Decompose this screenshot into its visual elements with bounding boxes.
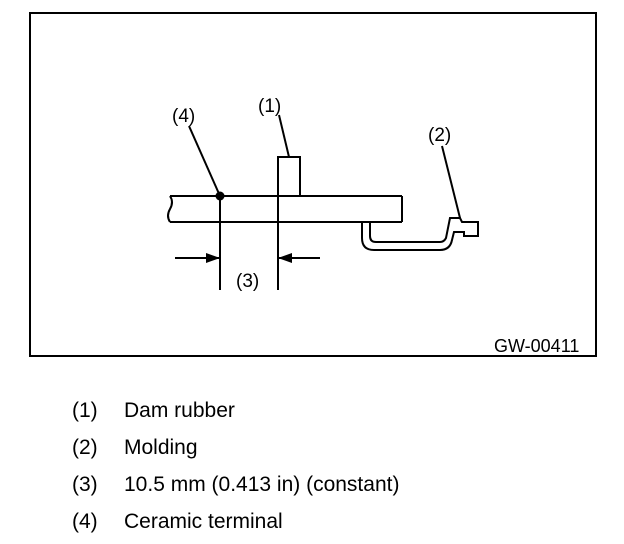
legend-item: (3) 10.5 mm (0.413 in) (constant): [72, 466, 399, 503]
legend-text: Ceramic terminal: [124, 510, 283, 533]
legend-num: (3): [72, 473, 98, 496]
glass-panel: [167, 195, 403, 223]
callout-2: (2): [428, 125, 451, 146]
legend-text: 10.5 mm (0.413 in) (constant): [124, 473, 400, 496]
legend-item: (1) Dam rubber: [72, 392, 399, 429]
callout-1: (1): [258, 96, 281, 117]
figure-frame: [29, 12, 597, 357]
legend: (1) Dam rubber (2) Molding (3) 10.5 mm (…: [72, 392, 399, 540]
molding: [361, 217, 479, 251]
dimension-arrows: [175, 253, 320, 263]
callout-4: (4): [172, 106, 195, 127]
legend-text: Dam rubber: [124, 399, 235, 422]
leader-lines: [188, 114, 461, 219]
legend-num: (2): [72, 436, 98, 459]
legend-num: (4): [72, 510, 98, 533]
legend-item: (2) Molding: [72, 429, 399, 466]
callout-3: (3): [236, 271, 259, 292]
legend-text: Molding: [124, 436, 198, 459]
figure-code: GW-00411: [494, 336, 579, 356]
legend-num: (1): [72, 399, 98, 422]
installation-diagram: (1) (2) (3) (4) GW-00411: [167, 96, 579, 356]
dam-rubber: [277, 156, 301, 197]
legend-item: (4) Ceramic terminal: [72, 503, 399, 540]
